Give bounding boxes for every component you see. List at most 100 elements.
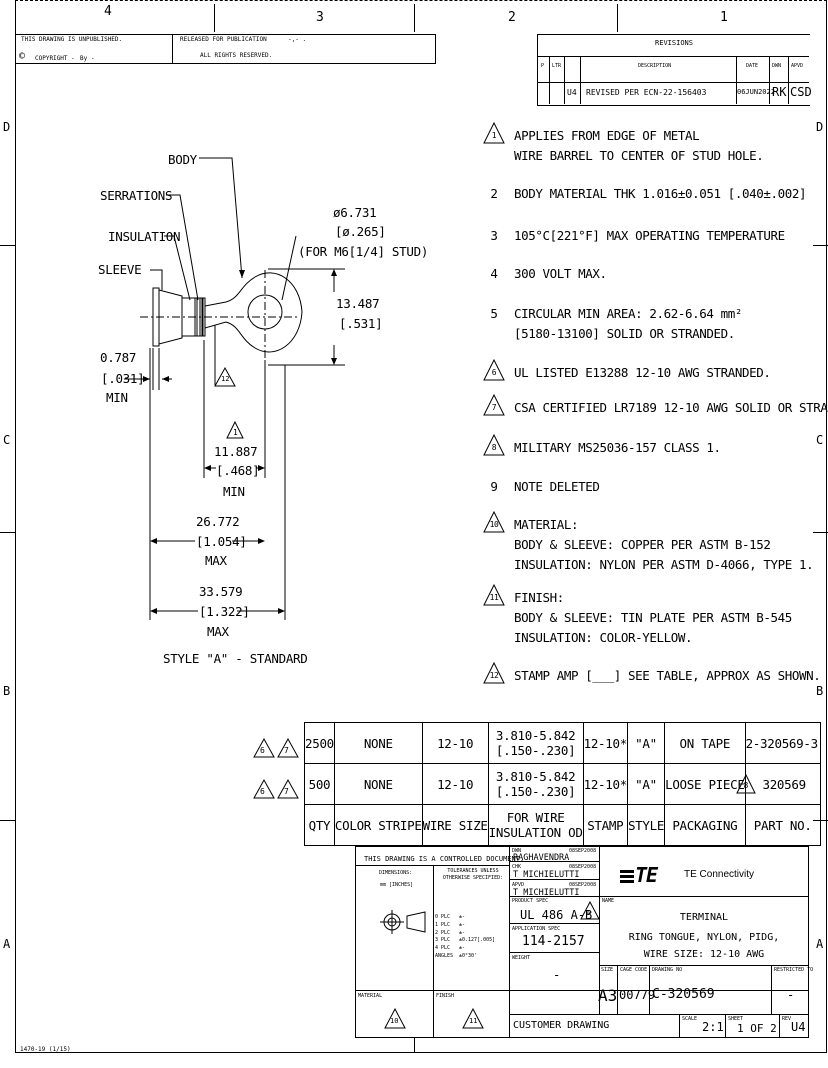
- packaging-cell: ON TAPE: [664, 722, 746, 764]
- od-range: 3.810-5.842: [495, 728, 576, 743]
- material-label: MATERIAL: [358, 993, 383, 999]
- finish-flag-icon: [462, 1008, 484, 1029]
- zone-label-4: 4: [104, 4, 112, 19]
- released-label: RELEASED FOR PUBLICATION: [180, 36, 267, 43]
- flag: 6: [260, 746, 265, 755]
- header-od-line2: INSULATION OD: [488, 825, 583, 840]
- wire-cell: 12-10: [421, 722, 489, 764]
- note-flag-number: 6: [491, 368, 497, 377]
- rev-date: 06JUN2022: [737, 88, 775, 96]
- header-divider-2: [172, 34, 173, 64]
- rev-label: REV: [782, 1016, 792, 1022]
- note-text: INSULATION: COLOR-YELLOW.: [514, 630, 693, 645]
- scale-value: 2:1: [702, 1020, 724, 1034]
- rev-dwn: RK: [772, 85, 787, 99]
- zone-label-a-right: A: [816, 937, 824, 951]
- note-flag-triangle-icon: [483, 584, 505, 606]
- rev-col-1: [549, 56, 550, 104]
- tolerance-row: 3 PLC±0.127[.005]: [435, 937, 495, 945]
- size-label: SIZE: [601, 967, 614, 973]
- note-text: MATERIAL:: [514, 517, 579, 532]
- tolerance-place: 2 PLC: [435, 929, 451, 936]
- barrel-dim-inch: [.468]: [216, 463, 260, 478]
- note-flag-number: 1: [491, 131, 497, 140]
- flag: 7: [284, 787, 289, 796]
- flag-1-triangle: [226, 420, 244, 439]
- tb-rule: [509, 923, 599, 924]
- wire-cell: 12-10: [421, 763, 489, 805]
- rev-col-3: [580, 56, 581, 104]
- qty-cell: 500: [304, 763, 335, 805]
- tolerance-row: ANGLES±0°30': [435, 953, 495, 961]
- apvd-label: APVD: [512, 882, 525, 888]
- rev-header-dwn: DWN: [772, 63, 782, 69]
- zone-tick: [0, 532, 15, 533]
- bottom-border: [15, 1052, 827, 1053]
- zone-tick: [813, 245, 828, 246]
- tolerance-place: 3 PLC: [435, 937, 451, 944]
- rev-col-4: [736, 56, 737, 104]
- zone-label-3: 3: [316, 10, 324, 25]
- serrations-label: SERRATIONS: [100, 188, 173, 203]
- note-number: 4: [490, 266, 498, 281]
- name-label: NAME: [602, 898, 615, 904]
- tb-div: [679, 1014, 680, 1038]
- logo-bars-icon: [620, 875, 634, 878]
- note-text: INSULATION: NYLON PER ASTM D-4066, TYPE …: [514, 557, 814, 572]
- header-od-line1: FOR WIRE: [506, 810, 565, 825]
- note-text: UL LISTED E13288 12-10 AWG STRANDED.: [514, 365, 771, 380]
- tolerances-label: TOLERANCES UNLESS OTHERWISE SPECIFIED:: [442, 868, 504, 881]
- chk-label: CHK: [512, 864, 522, 870]
- tolerance-value: ±-: [459, 945, 466, 952]
- logo-text: TE: [635, 863, 658, 887]
- drawing-no-value: C-320569: [652, 987, 715, 1002]
- tb-rule: [355, 865, 509, 866]
- product-spec-label: PRODUCT SPEC: [512, 898, 549, 904]
- length-2-max: MAX: [207, 624, 229, 639]
- qty-cell: 2500: [304, 722, 335, 764]
- zone-tick: [0, 245, 15, 246]
- table-row: 2500 NONE 12-10 3.810-5.842[.150-.230] 1…: [304, 722, 821, 764]
- tb-div: [509, 846, 510, 1038]
- dwn-date: 08SEP2008: [569, 848, 597, 854]
- tolerance-value: ±-: [459, 914, 466, 920]
- zone-label-c: C: [3, 433, 11, 447]
- row-2-flags: 6 7: [250, 778, 304, 804]
- cage-code-value: 00779: [619, 988, 656, 1002]
- copyright-label: COPYRIGHT -: [35, 55, 75, 62]
- restricted-value: -: [787, 988, 795, 1002]
- note-flag-triangle-icon: [483, 122, 505, 144]
- tb-div: [725, 1014, 726, 1038]
- od-range: 3.810-5.842: [495, 769, 576, 784]
- tolerance-place: 4 PLC: [435, 945, 451, 952]
- note-flag-number: 10: [489, 520, 499, 529]
- insulation-shape: [158, 289, 183, 345]
- tb-rule: [509, 1014, 809, 1015]
- rev-header-apvd: APVD: [791, 63, 804, 69]
- te-logo: TE: [620, 863, 658, 887]
- rev-rule-1: [537, 56, 809, 57]
- zone-label-d-right: D: [816, 120, 824, 134]
- header-packaging: PACKAGING: [664, 804, 746, 846]
- rev-header-date: DATE: [746, 63, 759, 69]
- stud-size: (FOR M6[1/4] STUD): [298, 244, 429, 259]
- units-label: mm [INCHES]: [380, 882, 414, 888]
- note-flag-number: 11: [489, 593, 499, 602]
- rev-ltr: U4: [567, 88, 577, 97]
- sheet-label: SHEET: [728, 1016, 744, 1022]
- rev-header-desc: DESCRIPTION: [638, 63, 672, 69]
- tb-rule: [509, 879, 599, 880]
- title-block: [355, 846, 809, 1038]
- note-text: BODY MATERIAL THK 1.016±0.051 [.040±.002…: [514, 186, 807, 201]
- header-stamp: STAMP: [582, 804, 628, 846]
- zone-label-a: A: [3, 937, 11, 951]
- zone-tick: [414, 1038, 415, 1052]
- product-flag: 6: [586, 909, 591, 917]
- product-flag-icon: [580, 901, 600, 920]
- rev-header-p: P: [541, 63, 545, 69]
- rev-rule-2: [537, 82, 809, 83]
- part-name-2: RING TONGUE, NYLON, PIDG,: [628, 932, 780, 943]
- part-number: 320569: [762, 776, 806, 792]
